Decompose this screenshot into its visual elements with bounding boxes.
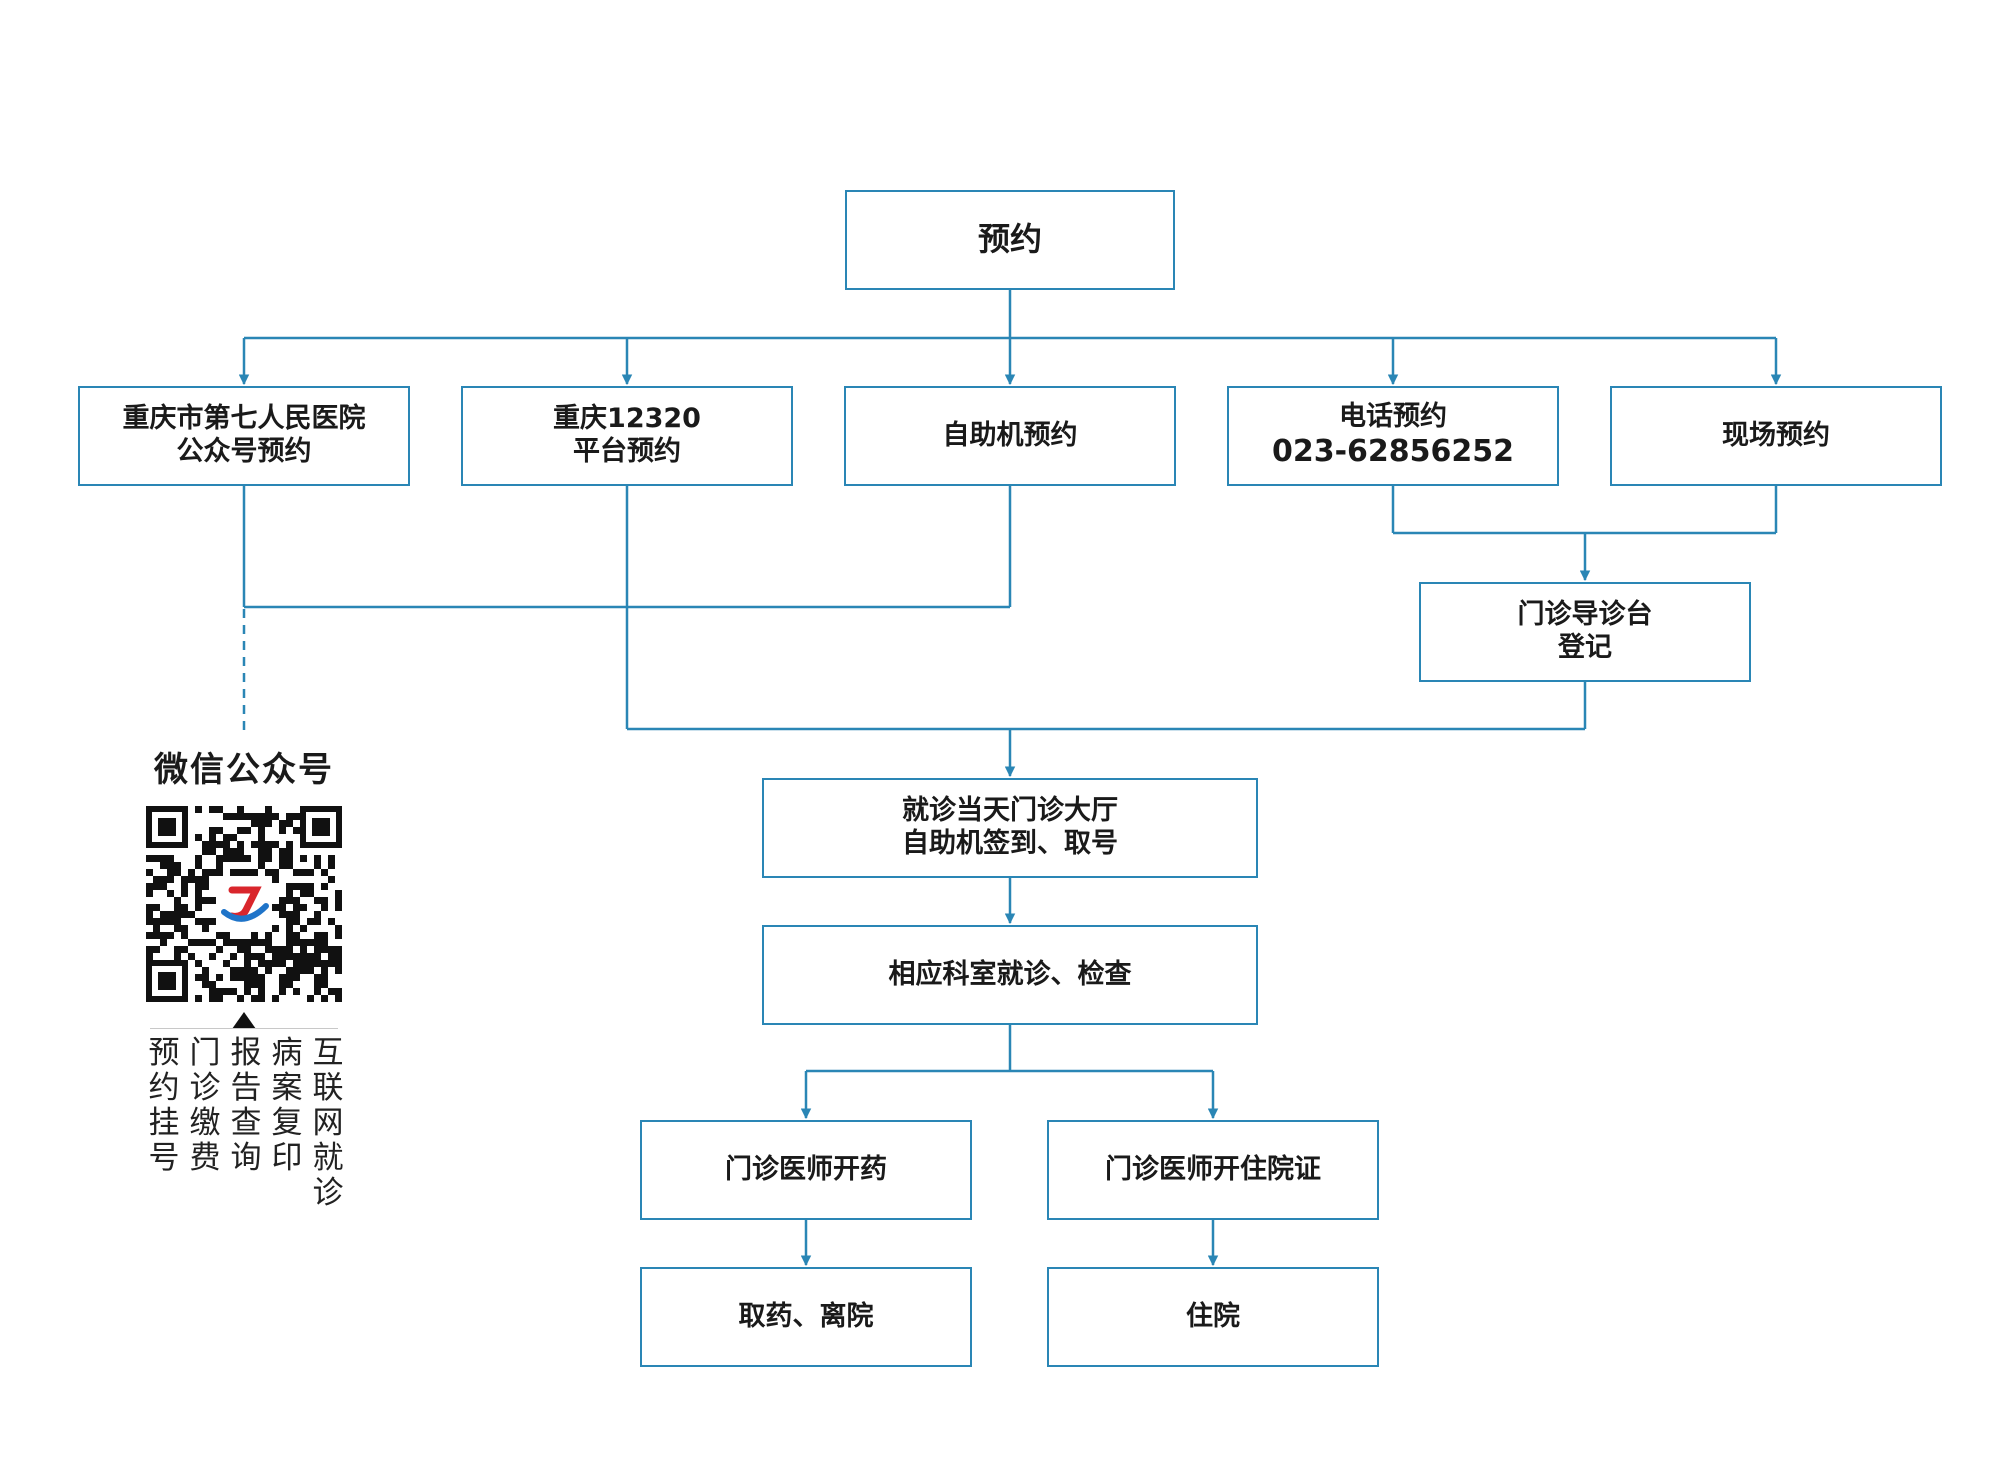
node-prescribe: 门诊医师开药	[640, 1120, 972, 1220]
feature-payment: 门诊缴费	[189, 1035, 221, 1176]
node-reserve: 预约	[845, 190, 1175, 290]
feature-report-query: 报告查询	[230, 1035, 262, 1176]
node-admission-cert: 门诊医师开住院证	[1047, 1120, 1379, 1220]
node-pickup: 取药、离院	[640, 1267, 972, 1367]
node-kiosk-reserve: 自助机预约	[844, 386, 1176, 486]
feature-appointment: 预约挂号	[148, 1035, 180, 1176]
node-12320-reserve: 重庆12320 平台预约	[461, 386, 793, 486]
feature-online-visit: 互联网就诊	[312, 1035, 344, 1211]
node-guide-desk: 门诊导诊台 登记	[1419, 582, 1751, 682]
wechat-feature-list: 预约挂号 门诊缴费 报告查询 病案复印 互联网就诊	[146, 1036, 346, 1211]
node-onsite-reserve: 现场预约	[1610, 386, 1942, 486]
pointer-up-icon	[232, 1012, 256, 1029]
node-visit: 相应科室就诊、检查	[762, 925, 1258, 1025]
hospital-logo-icon	[220, 880, 269, 928]
node-hospitalize: 住院	[1047, 1267, 1379, 1367]
node-phone-reserve: 电话预约 023-62856252	[1227, 386, 1559, 486]
wechat-title: 微信公众号	[154, 750, 334, 790]
node-checkin: 就诊当天门诊大厅 自助机签到、取号	[762, 778, 1258, 878]
qr-code-icon[interactable]	[146, 806, 342, 1002]
node-wechat-reserve: 重庆市第七人民医院 公众号预约	[78, 386, 410, 486]
divider	[150, 1028, 338, 1029]
feature-record-copy: 病案复印	[271, 1035, 303, 1176]
